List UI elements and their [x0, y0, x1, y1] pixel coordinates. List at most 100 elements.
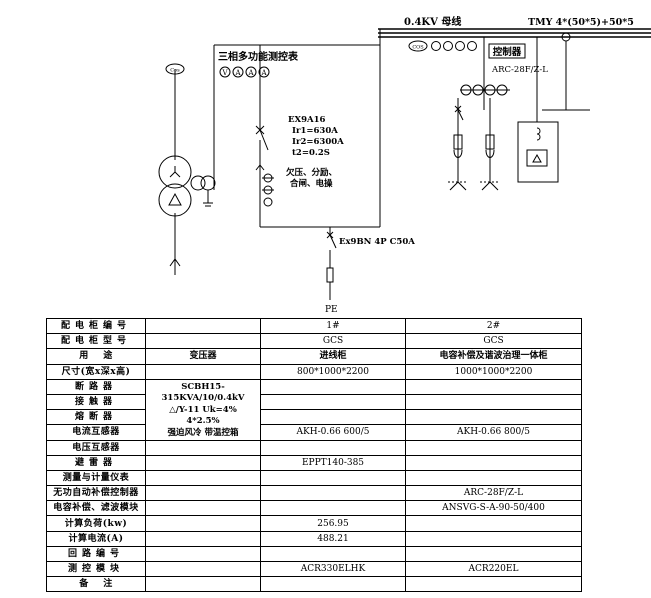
cell: ANSVG-S-A-90-50/400 — [405, 500, 582, 517]
cos-meter-right-label: COS — [412, 45, 424, 51]
cell: GCS — [260, 333, 406, 350]
meter-title: 三相多功能测控表 — [218, 50, 299, 63]
ammeter-icon — [232, 66, 244, 78]
transformer-spec-line: SCBH15-315KVA/10/0.4kV — [161, 381, 245, 404]
cell: 800*1000*2200 — [260, 363, 406, 380]
pe-label: PE — [325, 305, 338, 315]
cell — [405, 469, 582, 487]
table-row: 避雷器 EPPT140-385 — [46, 454, 582, 471]
breaker-func-1: 欠压、分励、 — [286, 167, 337, 178]
cell — [145, 576, 261, 593]
cell — [405, 439, 582, 456]
table-row: 熔断器 — [46, 409, 582, 426]
row-label: 计算负荷(kw) — [46, 515, 146, 532]
cell: GCS — [405, 333, 582, 350]
table-row: 接触器 — [46, 393, 582, 411]
row-label: 计算电流(A) — [46, 530, 146, 547]
row-label: 用 途 — [46, 348, 146, 365]
ammeter-icon — [258, 66, 270, 78]
table-row: 计算负荷(kw) 256.95 — [46, 515, 582, 532]
main-breaker-icon — [255, 125, 274, 207]
ammeter-icon — [431, 41, 441, 51]
breaker-spec: EX9A16 Ir1=630A Ir2=6300A t2=0.2S 欠压、分励、… — [286, 115, 344, 189]
table-row: 电流互感器 AKH-0.66 600/5 AKH-0.66 800/5 — [46, 424, 582, 441]
row-label: 熔断器 — [46, 409, 146, 426]
cell: AKH-0.66 800/5 — [405, 424, 582, 441]
cell: 2# — [405, 317, 582, 335]
row-label: 接触器 — [46, 393, 146, 411]
row-label: 测控模块 — [46, 560, 146, 578]
controller-label: 控制器 — [493, 46, 522, 58]
cell — [405, 530, 582, 547]
ammeter-symbol-2: A — [247, 69, 254, 77]
cos-meter-label: Cos — [170, 68, 180, 74]
cell — [260, 545, 406, 563]
row-label: 尺寸(宽x深x高) — [46, 363, 146, 380]
bus-label: 0.4KV 母线 — [404, 15, 461, 28]
cell — [405, 545, 582, 563]
row-label: 避雷器 — [46, 454, 146, 471]
cell — [405, 576, 582, 593]
meter-symbols: V A A A — [219, 66, 270, 78]
breaker-ir1: Ir1=630A — [292, 126, 338, 136]
table-row: 尺寸(宽x深x高) 800*1000*2200 1000*1000*2200 — [46, 363, 582, 380]
cell: 电容补偿及谐波治理一体柜 — [405, 348, 582, 365]
cell — [260, 485, 406, 502]
cell: 1000*1000*2200 — [405, 363, 582, 380]
cell — [260, 500, 406, 517]
cell — [260, 393, 406, 411]
cell — [145, 500, 261, 517]
controller-box: 控制器 — [488, 43, 526, 59]
cell — [260, 576, 406, 593]
row-label: 电压互感器 — [46, 439, 146, 456]
cell — [145, 515, 261, 532]
ammeter-icon — [455, 41, 465, 51]
cell — [145, 317, 261, 335]
busbar — [378, 28, 651, 38]
transformer-spec-line: 4*2.5% — [186, 416, 220, 427]
cell: EPPT140-385 — [260, 454, 406, 471]
table-row: 断路器 SCBH15-315KVA/10/0.4kV △/Y-11 Uk=4% … — [46, 378, 582, 441]
row-label: 回路编号 — [46, 545, 146, 563]
cos-meter-right: COS — [408, 40, 477, 52]
cell — [260, 469, 406, 487]
filter-module-icon — [517, 37, 590, 183]
cell: 488.21 — [260, 530, 406, 547]
transformer-spec-line: △/Y-11 Uk=4% — [169, 404, 237, 415]
row-label: 断路器 — [46, 378, 146, 395]
cell — [145, 469, 261, 487]
cell — [145, 454, 261, 471]
table-row: 备 注 — [46, 576, 582, 593]
cell — [145, 333, 261, 350]
single-line-diagram: 0.4KV 母线 TMY 4*(50*5)+50*5 三相多功能测控表 V A … — [158, 15, 651, 315]
cell: 变压器 — [145, 348, 261, 365]
cell: ACR220EL — [405, 560, 582, 578]
table-row: 配电柜型号 GCS GCS — [46, 333, 582, 350]
cell — [260, 409, 406, 426]
row-label: 配电柜编号 — [46, 317, 146, 335]
cell — [405, 454, 582, 471]
voltmeter-symbol: V — [221, 69, 228, 77]
row-label: 无功自动补偿控制器 — [46, 485, 146, 502]
cell: 1# — [260, 317, 406, 335]
row-label: 电流互感器 — [46, 424, 146, 441]
cell — [405, 378, 582, 395]
table-row: 电容补偿、滤波模块 ANSVG-S-A-90-50/400 — [46, 500, 582, 517]
table-row: 用 途 变压器 进线柜 电容补偿及谐波治理一体柜 — [46, 348, 582, 365]
sub-breaker-label: Ex9BN 4P C50A — [339, 237, 415, 247]
cell — [405, 515, 582, 532]
cell: 256.95 — [260, 515, 406, 532]
table-row: 测控模块 ACR330ELHK ACR220EL — [46, 560, 582, 578]
cell — [145, 485, 261, 502]
table-row: 计算电流(A) 488.21 — [46, 530, 582, 547]
table-row: 无功自动补偿控制器 ARC-28F/Z-L — [46, 485, 582, 502]
row-label: 电容补偿、滤波模块 — [46, 500, 146, 517]
breaker-model: EX9A16 — [288, 115, 325, 125]
surge-arrester-icon — [169, 258, 181, 275]
row-label: 配电柜型号 — [46, 333, 146, 350]
table-row: 电压互感器 — [46, 439, 582, 456]
cabinet-spec-table: 配电柜编号 1# 2# 配电柜型号 GCS GCS 用 途 变压器 进线柜 电容… — [46, 317, 582, 593]
table-row: 回路编号 — [46, 545, 582, 563]
breaker-t2: t2=0.2S — [292, 148, 330, 158]
cell: ARC-28F/Z-L — [405, 485, 582, 502]
